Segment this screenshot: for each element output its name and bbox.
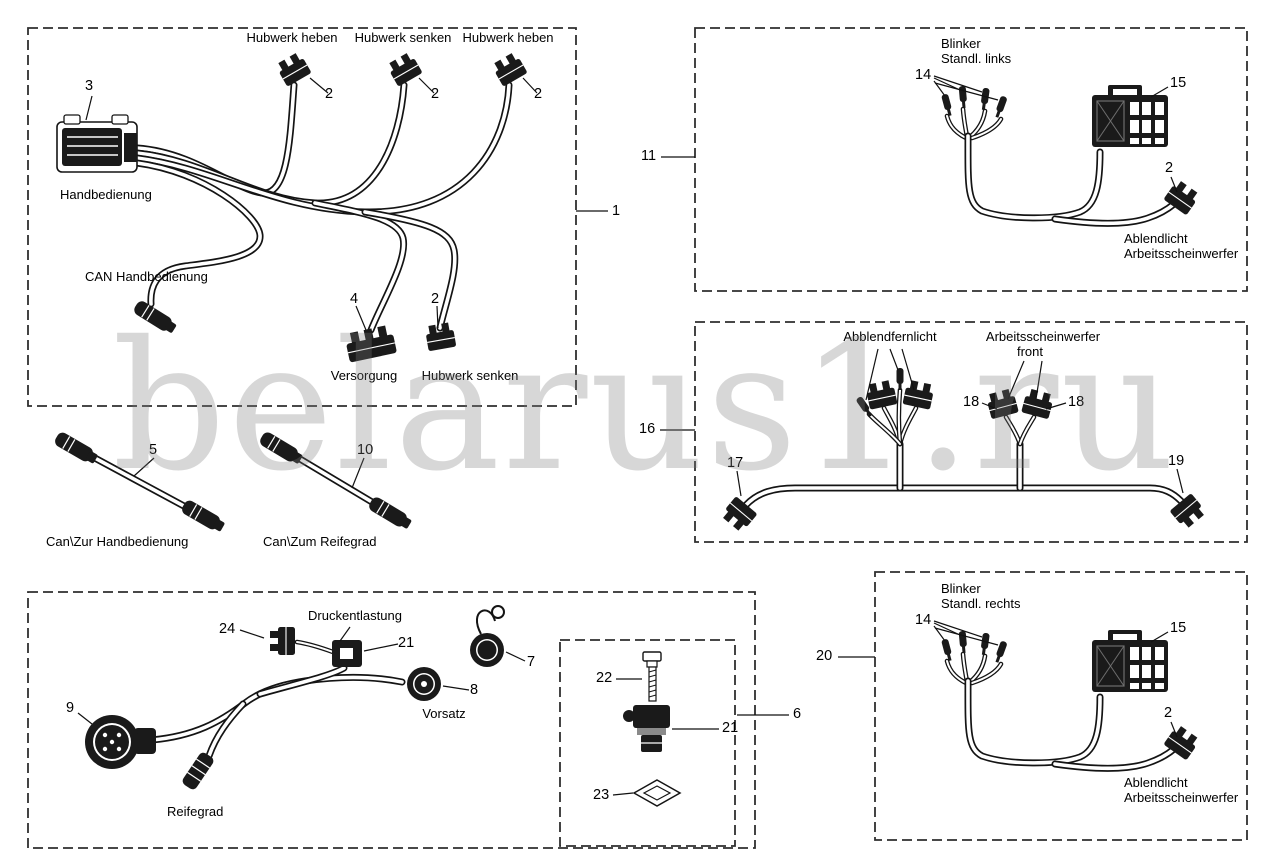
callout-2b: 2 (431, 86, 440, 102)
valve-21 (623, 705, 670, 752)
connector-hubwerk-heben-2 (490, 50, 529, 88)
callout-23: 23 (593, 787, 610, 803)
handbedienung-unit (56, 114, 138, 173)
connector-18-right (1020, 387, 1056, 420)
connector-versorgung (343, 323, 398, 364)
label-blinker-rechts: Blinker (941, 581, 981, 596)
callout-2-links: 2 (1165, 160, 1174, 176)
label-arbeitsscheinwerfer-rechts: Arbeitsscheinwerfer (1124, 790, 1239, 805)
callout-18b: 18 (1068, 394, 1085, 410)
callout-21-ventil: 21 (722, 720, 739, 736)
ventil-parts (612, 651, 719, 807)
callout-2c: 2 (534, 86, 543, 102)
connector-hubwerk-senken-1 (385, 50, 424, 88)
callout-21-harness: 21 (398, 635, 415, 651)
callout-15-links: 15 (1170, 75, 1187, 91)
callout-15-rechts: 15 (1170, 620, 1187, 636)
harness-blinker-links (933, 75, 1202, 227)
label-hubwerk-heben-2: Hubwerk heben (462, 30, 554, 45)
callout-24: 24 (219, 621, 236, 637)
harness-vorsatz-reifegrad (77, 605, 526, 792)
label-abblendfernlicht: Abblendfernlicht (843, 329, 937, 344)
callout-2-rechts: 2 (1164, 705, 1173, 721)
panel-vorsatz-border (27, 591, 756, 849)
callout-2a: 2 (325, 86, 334, 102)
panel-blinker-links-border (694, 27, 1248, 292)
cable-can-zum-reifegrad (257, 429, 414, 532)
callout-4: 4 (350, 291, 359, 307)
label-hubwerk-senken-2: Hubwerk senken (421, 368, 519, 383)
label-blinker-links: Blinker (941, 36, 981, 51)
panel-handbedienung-border (27, 27, 577, 407)
blinker-terminal-1 (941, 93, 954, 117)
label-arbeitsscheinwerfer-front: Arbeitsscheinwerfer (985, 329, 1101, 344)
blinker-terminal-2 (958, 85, 968, 109)
callout-22: 22 (596, 670, 613, 686)
bolt-22 (642, 651, 662, 702)
seal-23 (632, 779, 682, 807)
harness-scheinwerfer-front (719, 348, 1208, 534)
box-ventil-border (559, 639, 736, 847)
connector-can-handbedienung (131, 298, 179, 337)
label-druckentlastung: Druckentlastung (308, 608, 402, 623)
cable5-connector-b (179, 497, 228, 535)
label-handbedienung: Handbedienung (60, 187, 152, 202)
callout-20: 20 (816, 648, 833, 664)
connector-abblendfernlicht-3 (896, 368, 904, 390)
label-can-handbedienung: CAN Handbedienung (85, 269, 208, 284)
callout-10: 10 (357, 442, 374, 458)
callout-16: 16 (639, 421, 656, 437)
cable5-connector-a (52, 429, 101, 467)
cable10-connector-b (366, 494, 414, 532)
label-can-zum-reifegrad: Can\Zum Reifegrad (263, 534, 377, 549)
callout-3: 3 (85, 78, 94, 94)
connector-9 (85, 715, 156, 769)
callout-9: 9 (66, 700, 75, 716)
blinker-terminal-3 (979, 87, 990, 111)
druckentlastung-block-21 (332, 640, 362, 667)
callout-leaders (576, 156, 875, 716)
label-vorsatz: Vorsatz (422, 706, 466, 721)
label-hubwerk-heben-1: Hubwerk heben (246, 30, 338, 45)
label-versorgung: Versorgung (330, 368, 398, 383)
label-reifegrad: Reifegrad (167, 804, 224, 819)
harness-blinker-rechts (934, 621, 1201, 768)
callout-14-links: 14 (915, 67, 932, 83)
cable10-connector-a (257, 429, 305, 467)
label-standl-links: Standl. links (941, 51, 1012, 66)
label-ablendlicht-links: Ablendlicht (1124, 231, 1188, 246)
panel-scheinwerfer-front-border (694, 321, 1248, 543)
callout-14-rechts: 14 (915, 612, 932, 628)
harness-handbedienung (56, 50, 538, 364)
callout-6: 6 (793, 706, 802, 722)
cap-7 (470, 605, 505, 667)
callout-17: 17 (727, 455, 744, 471)
callout-18a: 18 (963, 394, 980, 410)
connector-abblendfernlicht-2 (901, 378, 936, 411)
label-front: front (1016, 344, 1044, 359)
callout-11: 11 (641, 148, 657, 164)
callout-7: 7 (527, 654, 536, 670)
connector-18-left (984, 387, 1020, 420)
callout-2d: 2 (431, 291, 440, 307)
cable-can-zur-handbedienung (52, 429, 228, 535)
connector-24 (269, 626, 296, 656)
label-arbeitsscheinwerfer-links: Arbeitsscheinwerfer (1124, 246, 1239, 261)
panel-blinker-rechts-border (874, 571, 1248, 841)
callout-5: 5 (149, 442, 158, 458)
connector-reifegrad (180, 750, 216, 792)
callout-19: 19 (1168, 453, 1185, 469)
label-hubwerk-senken-1: Hubwerk senken (354, 30, 452, 45)
callout-8: 8 (470, 682, 479, 698)
label-ablendlicht-rechts: Ablendlicht (1124, 775, 1188, 790)
connector-8-vorsatz (407, 667, 441, 701)
label-standl-rechts: Standl. rechts (941, 596, 1021, 611)
label-can-zur-handbedienung: Can\Zur Handbedienung (46, 534, 189, 549)
callout-1: 1 (612, 203, 621, 219)
connector-hubwerk-heben-1 (274, 50, 313, 88)
